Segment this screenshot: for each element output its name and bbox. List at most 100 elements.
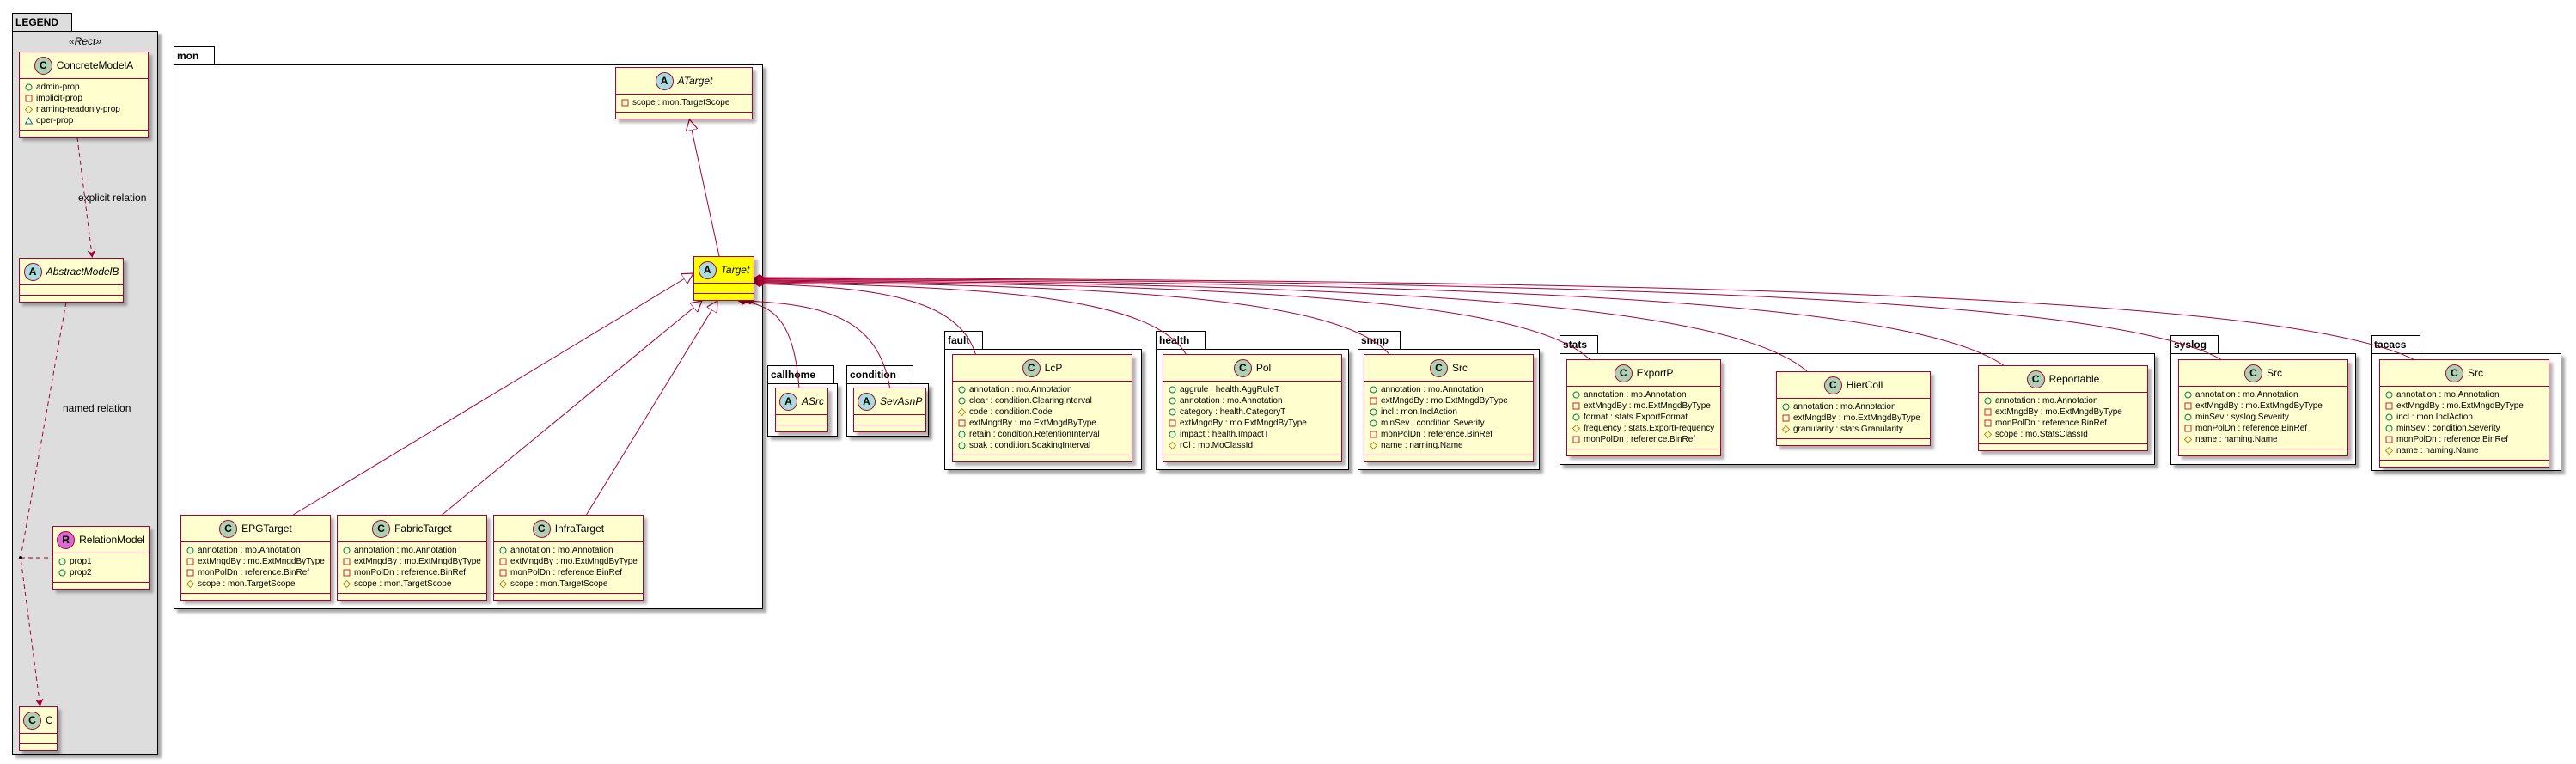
attribute-text: soak : condition.SoakingInterval: [969, 441, 1091, 450]
private-visibility-icon: [186, 569, 194, 577]
named-relation-label: named relation: [63, 402, 131, 414]
attribute: annotation : mo.Annotation: [499, 545, 638, 556]
relation-icon: R: [57, 530, 76, 549]
attribute-text: annotation : mo.Annotation: [198, 546, 301, 555]
method-list: [338, 594, 486, 600]
abstract-class-icon: A: [655, 71, 674, 90]
attribute-text: monPolDn : reference.BinRef: [510, 568, 623, 578]
package-visibility-icon: [25, 117, 33, 125]
attribute-text: monPolDn : reference.BinRef: [354, 568, 467, 578]
package-tab-stats: stats: [1560, 335, 1598, 354]
attribute: extMngdBy : mo.ExtMngdByType: [186, 556, 325, 567]
class-icon: C: [34, 56, 52, 75]
attribute-list: [20, 285, 123, 296]
private-visibility-icon: [499, 558, 507, 565]
protected-visibility-icon: [2184, 436, 2192, 443]
method-list: [20, 744, 57, 750]
method-list: [854, 425, 925, 431]
method-list: [616, 113, 752, 119]
public-visibility-icon: [1169, 431, 1176, 438]
public-visibility-icon: [58, 569, 66, 577]
attribute-text: format : stats.ExportFormat: [1584, 413, 1688, 422]
method-list: [53, 583, 149, 589]
class-name: FabricTarget: [394, 523, 452, 535]
attribute: prop1: [58, 556, 143, 567]
package-tab-legend: LEGEND: [12, 13, 72, 32]
attribute: monPolDn : reference.BinRef: [1370, 429, 1528, 440]
attribute-text: incl : mon.InclAction: [1381, 407, 1457, 417]
public-visibility-icon: [958, 397, 966, 405]
method-list: [2380, 461, 2549, 467]
attribute-text: naming-readonly-prop: [36, 105, 120, 114]
attribute-text: incl : mon.InclAction: [2396, 413, 2473, 422]
attribute-text: extMngdBy : mo.ExtMngdByType: [2396, 401, 2524, 411]
public-visibility-icon: [186, 547, 194, 554]
attribute-text: extMngdBy : mo.ExtMngdByType: [510, 557, 638, 566]
attribute-text: rCl : mo.MoClassId: [1180, 441, 1254, 450]
attribute: monPolDn : reference.BinRef: [1984, 418, 2142, 429]
package-legend: «Rect»: [12, 31, 158, 755]
private-visibility-icon: [1169, 419, 1176, 427]
method-list: [20, 131, 148, 137]
method-list: [1364, 455, 1533, 461]
class-name: C: [46, 714, 53, 726]
public-visibility-icon: [1370, 386, 1377, 394]
attribute-text: annotation : mo.Annotation: [1180, 396, 1283, 406]
private-visibility-icon: [343, 558, 351, 565]
attribute-text: oper-prop: [36, 116, 74, 125]
private-visibility-icon: [1572, 436, 1580, 443]
class-icon: C: [1823, 376, 1842, 394]
attribute-text: extMngdBy : mo.ExtMngdByType: [1381, 396, 1508, 406]
public-visibility-icon: [958, 442, 966, 449]
attribute: incl : mon.InclAction: [2385, 412, 2543, 423]
attribute: scope : mon.TargetScope: [499, 578, 638, 590]
attribute: naming-readonly-prop: [25, 104, 143, 115]
attribute-text: clear : condition.ClearingInterval: [969, 396, 1092, 406]
public-visibility-icon: [25, 83, 33, 91]
attribute-text: prop1: [70, 557, 92, 566]
attribute: monPolDn : reference.BinRef: [343, 567, 481, 578]
class-icon: C: [532, 519, 551, 538]
public-visibility-icon: [1169, 408, 1176, 416]
attribute: oper-prop: [25, 115, 143, 126]
attribute-text: annotation : mo.Annotation: [1793, 402, 1896, 412]
private-visibility-icon: [186, 558, 194, 565]
attribute-text: granularity : stats.Granularity: [1793, 425, 1903, 434]
attribute: extMngdBy : mo.ExtMngdByType: [2184, 400, 2342, 412]
attribute: soak : condition.SoakingInterval: [958, 440, 1126, 451]
public-visibility-icon: [1782, 403, 1790, 411]
attribute: implicit-prop: [25, 93, 143, 104]
